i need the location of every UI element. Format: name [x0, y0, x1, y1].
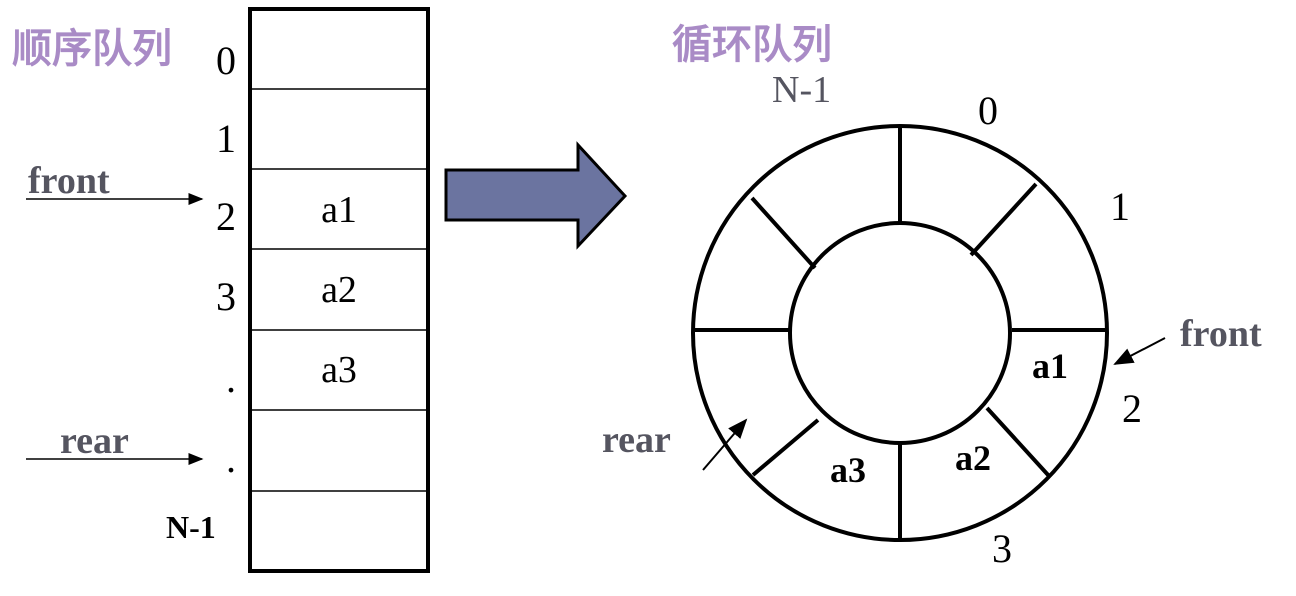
array-index: . — [226, 356, 236, 401]
ring-cell: a3 — [830, 450, 866, 490]
array-index: . — [226, 436, 236, 481]
ring-cell: a2 — [955, 438, 991, 478]
ring-buffer — [691, 124, 1109, 542]
array-index: N-1 — [166, 509, 216, 545]
sequential-queue-title: 顺序队列 — [12, 26, 172, 72]
front-label: front — [28, 160, 110, 202]
array-index: 3 — [216, 274, 236, 319]
transform-arrow-icon — [444, 141, 628, 250]
circular-front-arrow-icon — [1113, 337, 1166, 365]
circular-index: N-1 — [772, 69, 831, 111]
rear-label: rear — [60, 420, 129, 462]
circular-rear-label: rear — [602, 419, 671, 461]
circular-index: 2 — [1122, 386, 1142, 431]
circular-index: 1 — [1110, 184, 1130, 229]
circular-front-label: front — [1180, 313, 1262, 355]
array-cell: a3 — [321, 349, 357, 391]
circular-index: 3 — [992, 526, 1012, 571]
array-index: 0 — [216, 38, 236, 83]
array-cell: a2 — [321, 269, 357, 311]
array-box — [248, 7, 430, 573]
circular-index: 0 — [978, 88, 998, 133]
array-index: 2 — [216, 194, 236, 239]
circular-queue-title: 循环队列 — [672, 22, 832, 68]
array-index: 1 — [216, 116, 236, 161]
ring-cell: a1 — [1032, 346, 1068, 386]
array-cell: a1 — [321, 189, 357, 231]
circular-rear-arrow-icon — [702, 418, 748, 471]
